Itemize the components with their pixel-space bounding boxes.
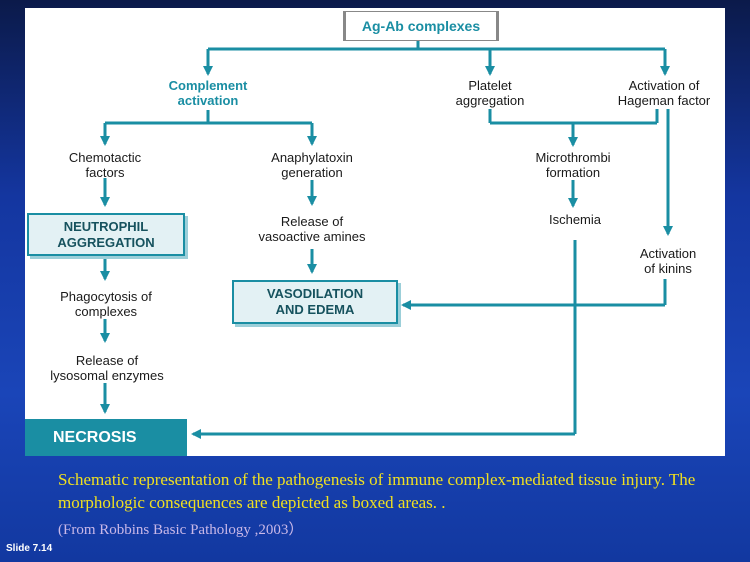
platelet-aggregation-node: Platelet aggregation bbox=[455, 78, 525, 108]
phagocytosis-node: Phagocytosis of complexes bbox=[60, 289, 152, 319]
ag-ab-complexes-node: Ag-Ab complexes bbox=[343, 11, 499, 41]
anaphylatoxin-node: Anaphylatoxin generation bbox=[271, 150, 353, 180]
figure-caption: Schematic representation of the pathogen… bbox=[58, 470, 696, 512]
release-vasoactive-node: Release of vasoactive amines bbox=[258, 214, 366, 244]
figure-source: (From Robbins Basic Pathology ,2003） bbox=[58, 522, 304, 538]
complement-activation-node: Complement activation bbox=[168, 78, 248, 108]
slide-number: Slide 7.14 bbox=[6, 543, 53, 554]
flow-connectors bbox=[100, 41, 673, 439]
hageman-factor-node: Activation of Hageman factor bbox=[617, 78, 711, 108]
vasodilation-edema-box: VASODILATION AND EDEMA bbox=[232, 280, 398, 324]
ischemia-node: Ischemia bbox=[548, 212, 602, 227]
diagram-panel: Ag-Ab complexes Complement activation Pl… bbox=[25, 8, 725, 456]
chemotactic-factors-node: Chemotactic factors bbox=[68, 150, 142, 180]
release-lysosomal-node: Release of lysosomal enzymes bbox=[50, 353, 164, 383]
microthrombi-node: Microthrombi formation bbox=[535, 150, 611, 180]
necrosis-box: NECROSIS bbox=[25, 419, 187, 456]
kinins-node: Activation of kinins bbox=[639, 246, 697, 276]
neutrophil-aggregation-box: NEUTROPHIL AGGREGATION bbox=[27, 213, 185, 256]
